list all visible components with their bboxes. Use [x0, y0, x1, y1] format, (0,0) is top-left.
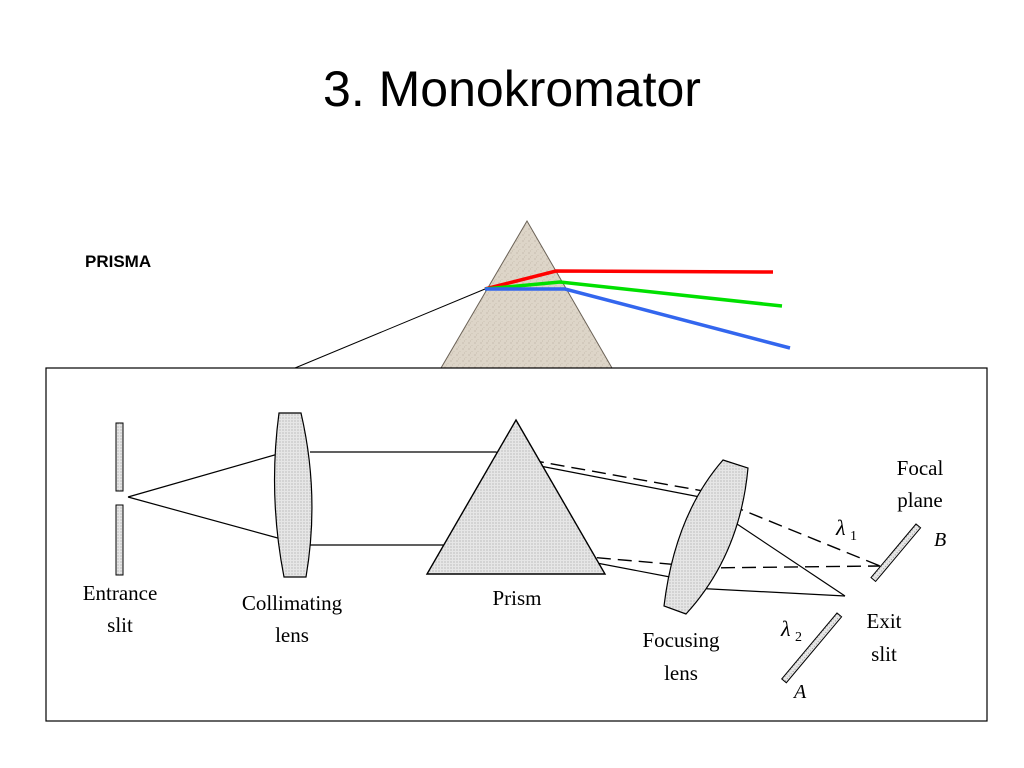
point-b-label: B	[934, 529, 946, 551]
blue-ray	[485, 287, 791, 350]
entrance-slit-label-line2: slit	[107, 613, 133, 637]
exit-slit-label-line1: Exit	[867, 609, 902, 633]
focal-plane-b	[870, 523, 922, 583]
exit-slit-plane-a	[781, 612, 843, 684]
collimating-lens-label-line1: Collimating	[242, 591, 343, 615]
green-ray	[484, 280, 783, 308]
point-a-label: A	[792, 681, 807, 703]
focusing-lens-label-line2: lens	[664, 661, 698, 685]
dispersion-prism	[294, 220, 791, 369]
prism-label: Prism	[492, 586, 541, 610]
entrance-slit-upper-jaw	[115, 422, 124, 492]
focusing-lens-label-line1: Focusing	[642, 628, 720, 652]
collimating-lens	[273, 412, 313, 578]
exit-slit-label-line2: slit	[871, 642, 897, 666]
entrance-slit-label-line1: Entrance	[83, 581, 158, 605]
focusing-lens	[663, 459, 749, 615]
lambda2-symbol: λ	[780, 616, 791, 641]
entrance-slit	[115, 422, 124, 576]
lambda1-subscript: 1	[850, 529, 857, 544]
prism-caption: PRISMA	[85, 252, 152, 271]
entrance-slit-lower-jaw	[115, 504, 124, 576]
diagram-prism	[425, 418, 607, 575]
dashed-beam-lines	[529, 459, 881, 569]
lambda1-symbol: λ	[835, 515, 846, 540]
slide-title: 3. Monokromator	[323, 61, 701, 117]
red-ray	[484, 269, 774, 291]
focal-plane-label-line2: plane	[897, 488, 942, 512]
collimating-lens-label-line2: lens	[275, 623, 309, 647]
focal-plane-label-line1: Focal	[897, 456, 944, 480]
diagram-frame	[45, 367, 988, 722]
lambda2-subscript: 2	[795, 630, 802, 645]
incoming-light-line	[294, 288, 486, 369]
